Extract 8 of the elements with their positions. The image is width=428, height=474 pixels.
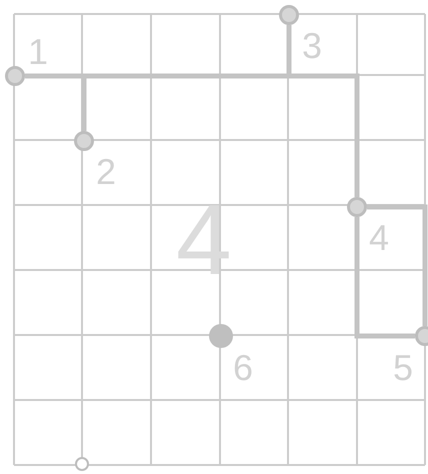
point-marker [347, 197, 367, 217]
point-marker [74, 131, 94, 151]
point-marker [75, 457, 89, 471]
connector-line [367, 204, 428, 326]
point-marker [209, 324, 233, 348]
point-marker [5, 66, 25, 86]
point-marker [279, 5, 299, 25]
connector-line [354, 217, 415, 338]
